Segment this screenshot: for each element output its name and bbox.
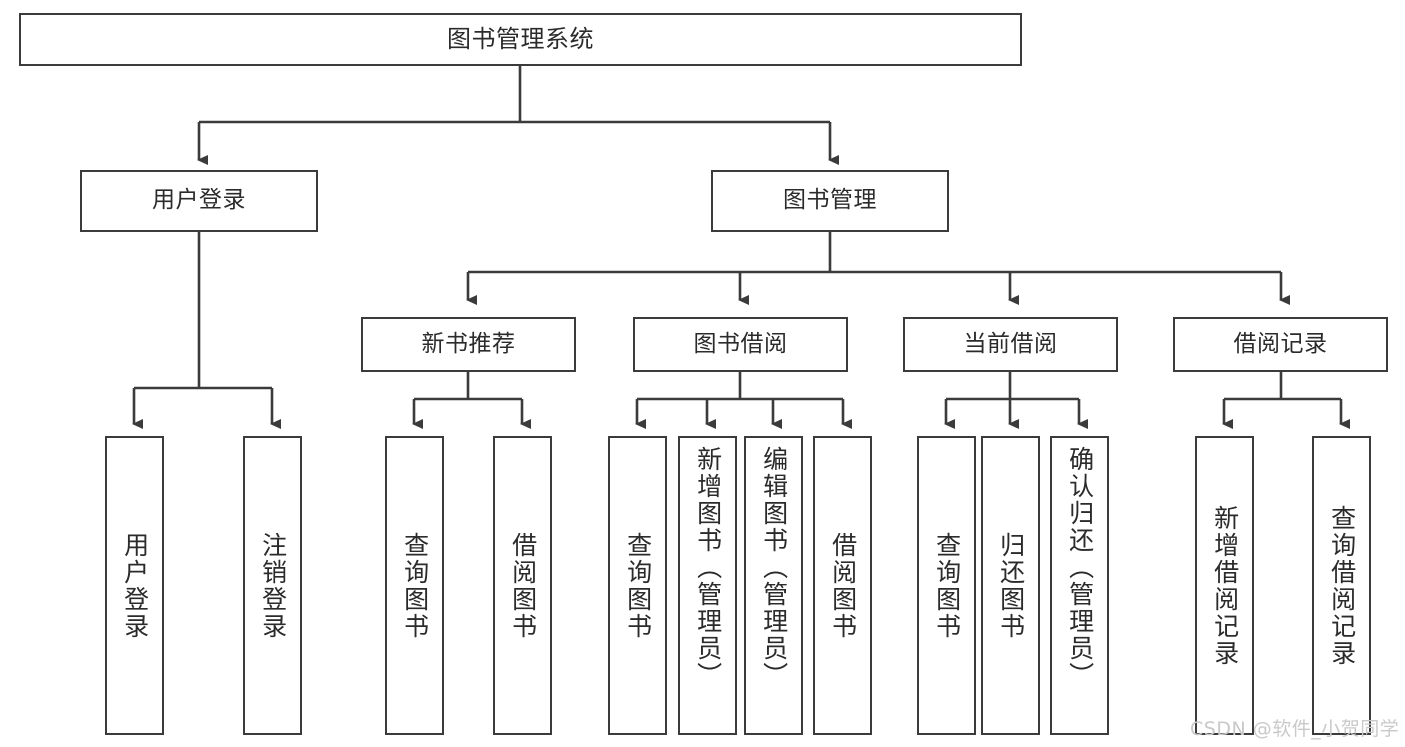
node-leaf-query-book-3-label: 查询图书 (932, 531, 962, 640)
node-leaf-add-borrow-record-label: 新增借阅记录 (1210, 504, 1240, 667)
node-leaf-edit-book-label: 编辑图书（管理员） (759, 446, 789, 689)
node-leaf-return-book[interactable]: 归还图书 (981, 436, 1040, 735)
node-leaf-query-book-2[interactable]: 查询图书 (608, 436, 667, 735)
node-leaf-query-book-1[interactable]: 查询图书 (385, 436, 444, 735)
node-leaf-add-borrow-record[interactable]: 新增借阅记录 (1195, 436, 1254, 735)
node-leaf-query-book-1-label: 查询图书 (400, 531, 430, 640)
node-leaf-user-logout-label: 注销登录 (258, 531, 288, 640)
node-root-label: 图书管理系统 (447, 25, 594, 54)
node-leaf-add-book[interactable]: 新增图书（管理员） (678, 436, 737, 735)
node-leaf-query-book-2-label: 查询图书 (623, 531, 653, 640)
node-leaf-return-book-label: 归还图书 (996, 531, 1026, 640)
node-user-login[interactable]: 用户登录 (80, 170, 318, 232)
node-leaf-query-borrow-record[interactable]: 查询借阅记录 (1312, 436, 1371, 735)
node-leaf-user-login[interactable]: 用户登录 (105, 436, 164, 735)
node-book-manage-label: 图书管理 (783, 187, 877, 214)
node-user-login-label: 用户登录 (152, 187, 246, 214)
node-leaf-borrow-book-2[interactable]: 借阅图书 (813, 436, 872, 735)
node-leaf-confirm-return-label: 确认归还（管理员） (1065, 446, 1095, 689)
node-leaf-borrow-book-2-label: 借阅图书 (828, 531, 858, 640)
node-leaf-user-login-label: 用户登录 (120, 531, 150, 640)
node-leaf-confirm-return[interactable]: 确认归还（管理员） (1050, 436, 1109, 735)
node-current-borrow-label: 当前借阅 (963, 330, 1058, 357)
node-book-borrow[interactable]: 图书借阅 (633, 317, 848, 372)
node-leaf-borrow-book-1[interactable]: 借阅图书 (493, 436, 552, 735)
node-leaf-edit-book[interactable]: 编辑图书（管理员） (744, 436, 803, 735)
node-leaf-user-logout[interactable]: 注销登录 (243, 436, 302, 735)
node-new-book-recommend[interactable]: 新书推荐 (361, 317, 576, 372)
node-current-borrow[interactable]: 当前借阅 (903, 317, 1118, 372)
node-book-borrow-label: 图书借阅 (693, 330, 788, 357)
node-leaf-query-borrow-record-label: 查询借阅记录 (1327, 504, 1357, 667)
node-book-manage[interactable]: 图书管理 (711, 170, 949, 232)
node-borrow-record-label: 借阅记录 (1233, 330, 1328, 357)
node-new-book-recommend-label: 新书推荐 (421, 330, 516, 357)
node-leaf-add-book-label: 新增图书（管理员） (693, 446, 723, 689)
node-leaf-query-book-3[interactable]: 查询图书 (917, 436, 976, 735)
node-leaf-borrow-book-1-label: 借阅图书 (508, 531, 538, 640)
node-borrow-record[interactable]: 借阅记录 (1173, 317, 1388, 372)
node-root[interactable]: 图书管理系统 (19, 13, 1022, 66)
csdn-watermark: CSDN @软件_小贺同学 (1190, 718, 1400, 740)
